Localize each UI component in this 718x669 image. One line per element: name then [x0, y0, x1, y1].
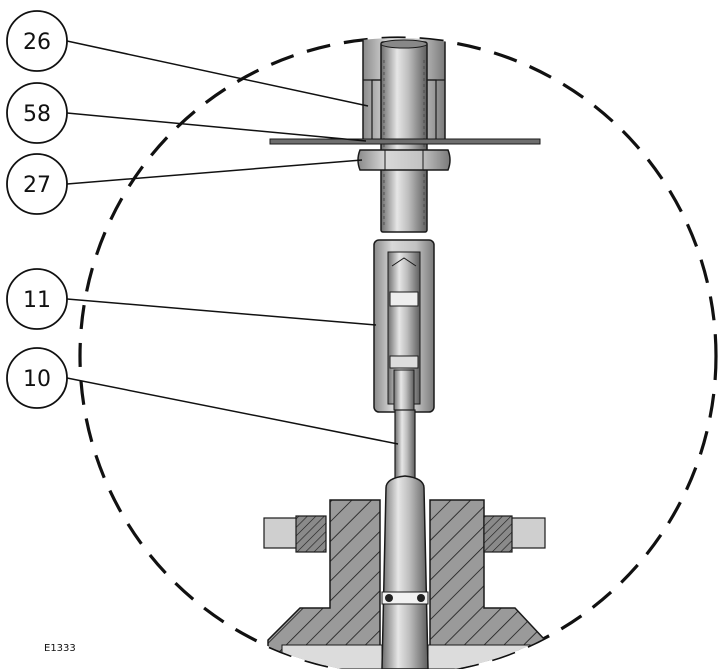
bottom-housing-section [263, 499, 546, 669]
callout-11: 11 [6, 268, 68, 330]
callout-label-26: 26 [23, 30, 51, 55]
part-11-coupling [373, 239, 435, 413]
assembly-parts [263, 38, 546, 669]
callout-58: 58 [6, 82, 68, 144]
leader-line-11 [66, 298, 377, 326]
part-27-nut [357, 149, 451, 171]
leader-line-26 [66, 40, 369, 107]
upper-rod [380, 39, 428, 233]
lower-plunger [381, 475, 429, 669]
leader-line-10 [66, 377, 399, 445]
callout-label-27: 27 [23, 173, 51, 198]
callout-26: 26 [6, 10, 68, 72]
callout-label-58: 58 [23, 102, 51, 127]
leader-line-58 [66, 112, 367, 142]
callout-label-10: 10 [23, 367, 51, 392]
callout-10: 10 [6, 347, 68, 409]
part-58-plate [269, 138, 541, 145]
leader-lines [66, 40, 399, 445]
callout-27: 27 [6, 153, 68, 215]
figure-id: E1333 [44, 643, 76, 654]
leader-line-27 [66, 159, 363, 185]
callout-label-11: 11 [23, 288, 51, 313]
